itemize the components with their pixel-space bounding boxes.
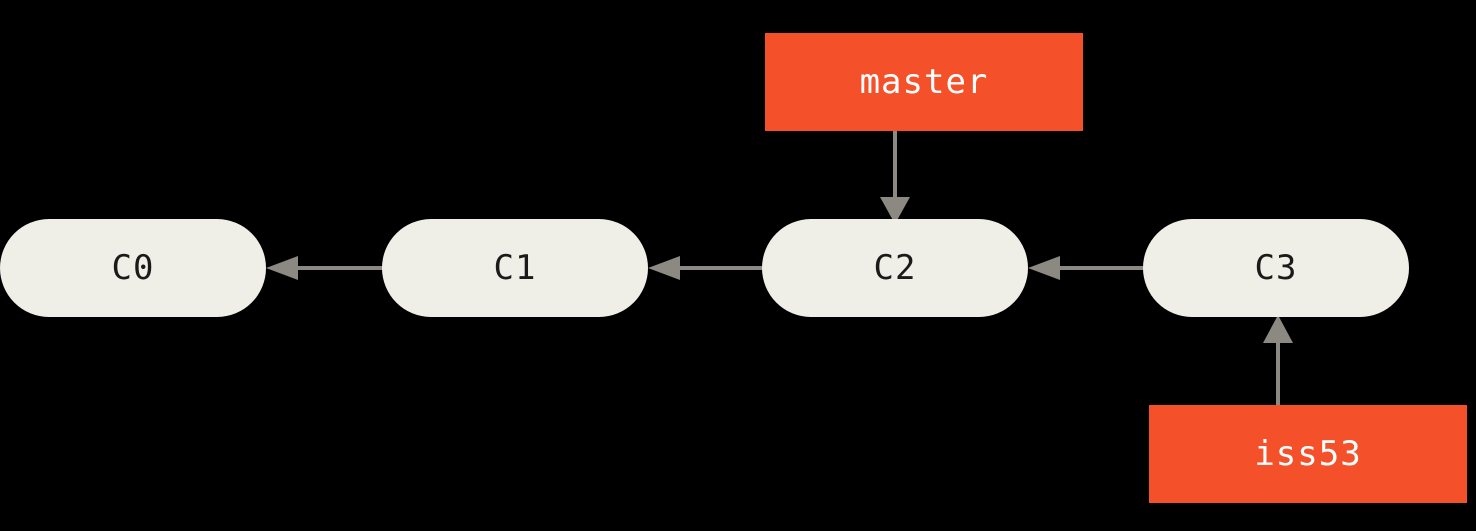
edge-c3-to-c2 [1028,256,1150,280]
branch-label-iss53[interactable]: iss53 [1149,405,1467,503]
commit-label: C1 [493,248,537,288]
edge-iss53-to-c3 [1263,315,1293,405]
commit-node-c2[interactable]: C2 [762,219,1028,317]
commit-node-c1[interactable]: C1 [382,219,648,317]
edge-c2-to-c1 [648,256,778,280]
edge-c1-to-c0 [266,256,396,280]
commit-node-c3[interactable]: C3 [1143,219,1409,317]
commit-node-c0[interactable]: C0 [0,219,266,317]
branch-label-master[interactable]: master [765,33,1083,131]
branch-name: master [859,62,989,102]
commit-label: C3 [1254,248,1298,288]
branch-name: iss53 [1254,434,1362,474]
edge-master-to-c2 [880,131,910,224]
commit-label: C2 [873,248,917,288]
commit-label: C0 [111,248,155,288]
